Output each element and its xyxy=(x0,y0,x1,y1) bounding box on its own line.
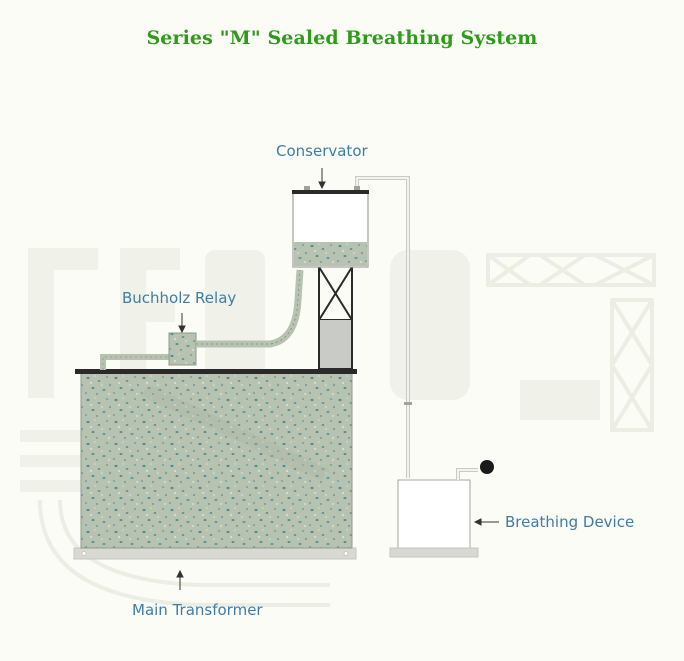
label-breathing-device: Breathing Device xyxy=(505,513,635,531)
arrowhead-buchholz xyxy=(178,325,186,334)
conservator-tank xyxy=(292,186,369,268)
main-transformer-tank xyxy=(75,369,357,549)
arrowhead-main-transformer xyxy=(176,569,184,578)
buchholz-relay xyxy=(168,332,197,366)
label-main-transformer: Main Transformer xyxy=(132,601,263,619)
breathing-device xyxy=(389,460,494,558)
label-buchholz-relay: Buchholz Relay xyxy=(122,289,237,307)
conservator-stand xyxy=(318,264,353,370)
callout-arrows xyxy=(176,168,499,590)
arrowhead-breathing-device xyxy=(473,518,482,526)
arrowhead-conservator xyxy=(318,181,326,190)
pipe-relay-to-conservator xyxy=(196,269,304,348)
label-conservator: Conservator xyxy=(276,142,368,160)
pipe-tank-to-relay xyxy=(100,354,169,370)
main-transformer-base xyxy=(73,547,357,560)
breather-pipe xyxy=(355,176,412,478)
breathing-device-valve-knob xyxy=(480,460,494,474)
diagram-title: Series "M" Sealed Breathing System xyxy=(146,27,538,49)
